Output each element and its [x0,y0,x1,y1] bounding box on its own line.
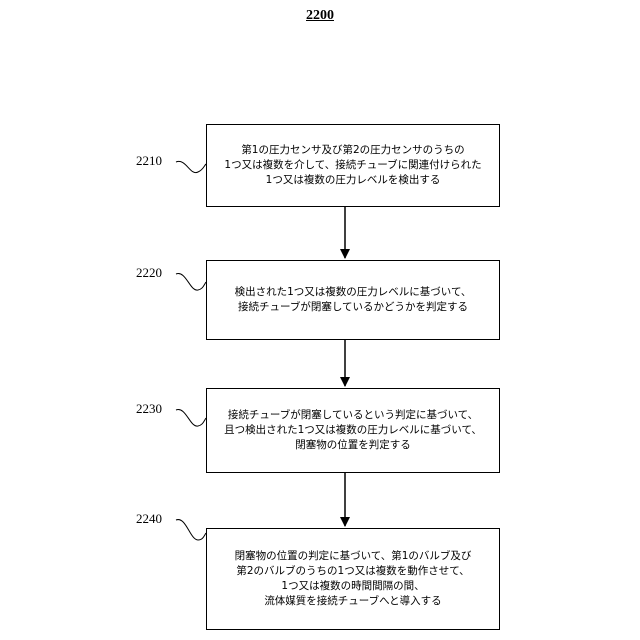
step-ref-2210: 2210 [136,153,196,169]
step-text-line: 検出された1つ又は複数の圧力レベルに基づいて、 [235,285,472,300]
step-text-line: 且つ検出された1つ又は複数の圧力レベルに基づいて、 [224,423,482,438]
step-ref-2230: 2230 [136,401,196,417]
step-text-line: 流体媒質を接続チューブへと導入する [264,594,441,609]
step-text-line: 第2のバルブのうちの1つ又は複数を動作させて、 [236,564,469,579]
step-ref-2240: 2240 [136,511,196,527]
step-text-line: 接続チューブが閉塞しているという判定に基づいて、 [228,408,478,423]
step-box-2240: 閉塞物の位置の判定に基づいて、第1のバルブ及び 第2のバルブのうちの1つ又は複数… [206,528,500,630]
step-box-2230: 接続チューブが閉塞しているという判定に基づいて、 且つ検出された1つ又は複数の圧… [206,388,500,473]
step-text-line: 第1の圧力センサ及び第2の圧力センサのうちの [241,143,464,158]
step-ref-2220: 2220 [136,265,196,281]
step-box-2210: 第1の圧力センサ及び第2の圧力センサのうちの 1つ又は複数を介して、接続チューブ… [206,124,500,207]
step-text-line: 閉塞物の位置の判定に基づいて、第1のバルブ及び [235,549,472,564]
step-text-line: 1つ又は複数を介して、接続チューブに関連付けられた [224,158,481,173]
step-text-line: 1つ又は複数の圧力レベルを検出する [266,173,441,188]
step-text-line: 閉塞物の位置を判定する [295,438,411,453]
step-box-2220: 検出された1つ又は複数の圧力レベルに基づいて、 接続チューブが閉塞しているかどう… [206,260,500,340]
step-text-line: 1つ又は複数の時間間隔の間、 [281,579,424,594]
step-text-line: 接続チューブが閉塞しているかどうかを判定する [238,300,468,315]
